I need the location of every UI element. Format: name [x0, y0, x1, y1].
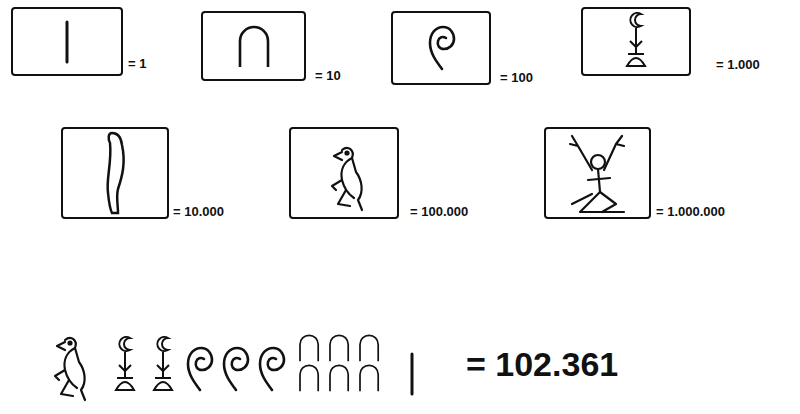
value-label: = 10.000	[173, 205, 224, 219]
value-label: = 100	[500, 71, 533, 85]
value-label: = 1.000	[716, 58, 760, 72]
value-label: = 10	[315, 69, 341, 83]
value-label: = 1.000.000	[656, 205, 725, 219]
value-label: = 100.000	[410, 205, 468, 219]
result-value: = 102.361	[466, 346, 618, 383]
value-label: = 1	[128, 57, 146, 71]
